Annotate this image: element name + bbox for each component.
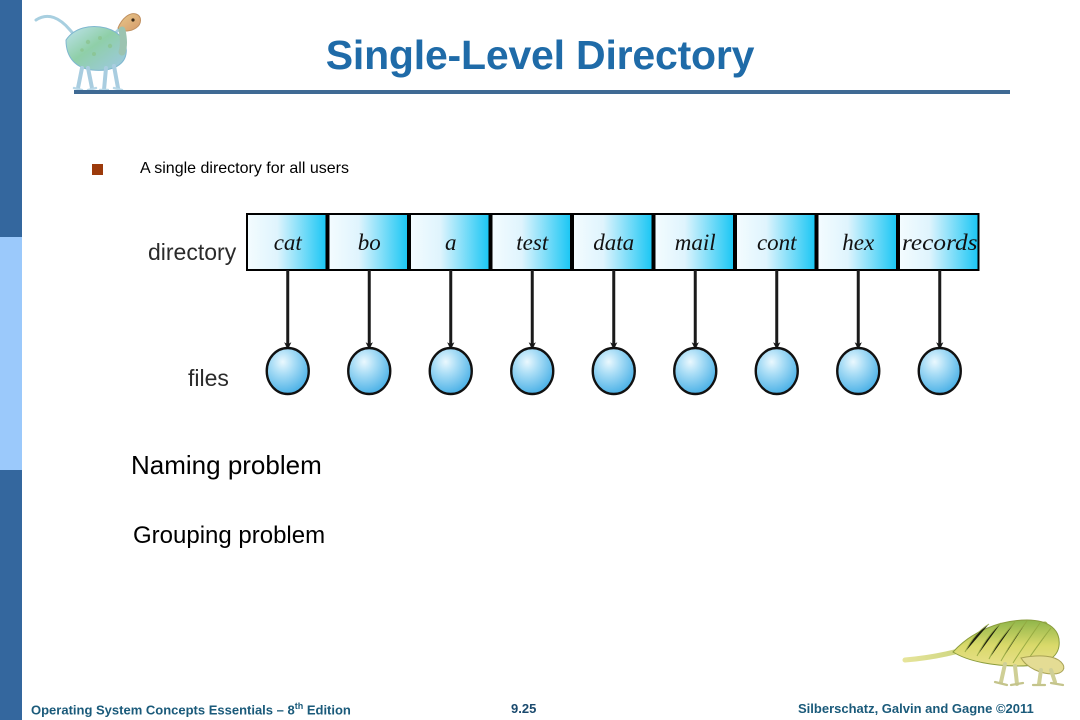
naming-problem-text: Naming problem bbox=[131, 450, 322, 480]
file-node bbox=[265, 346, 310, 396]
footer-book-suffix: Edition bbox=[303, 702, 351, 718]
directory-entry-label: hex bbox=[842, 230, 875, 255]
directory-entry-label: bo bbox=[358, 230, 381, 255]
directory-to-file-arrows bbox=[284, 270, 944, 350]
dinosaur-icon bbox=[34, 13, 141, 92]
footer-page-number: 9.25 bbox=[511, 701, 537, 716]
slide-title: Single-Level Directory bbox=[325, 32, 755, 78]
diagram-label-directory: directory bbox=[148, 239, 237, 265]
footer-credit: Silberschatz, Galvin and Gagne ©2011 bbox=[798, 701, 1034, 716]
file-nodes bbox=[265, 346, 962, 396]
directory-entry-box bbox=[327, 213, 409, 271]
directory-entry-label: cont bbox=[757, 230, 797, 255]
sidebar-band-middle bbox=[0, 237, 22, 470]
directory-entry-box bbox=[490, 213, 572, 271]
directory-entry-box bbox=[735, 213, 817, 271]
file-node bbox=[428, 346, 473, 396]
file-node bbox=[673, 346, 718, 396]
directory-entry-box bbox=[409, 213, 491, 271]
file-node bbox=[836, 346, 881, 396]
bullet-item: A single directory for all users bbox=[92, 160, 349, 178]
directory-entry-boxes: cat bo a test data mail cont hex records bbox=[246, 213, 980, 271]
file-node bbox=[347, 346, 392, 396]
footer-edition-superscript: th bbox=[294, 701, 304, 711]
file-node bbox=[591, 346, 636, 396]
sidebar-band-bottom bbox=[0, 470, 22, 720]
dimetrodon-icon bbox=[902, 619, 1065, 687]
directory-entry-label: test bbox=[516, 230, 549, 255]
directory-entry-label: cat bbox=[274, 230, 303, 255]
diagram-label-files: files bbox=[188, 365, 229, 391]
directory-entry-box bbox=[816, 213, 898, 271]
directory-entry-box bbox=[246, 213, 328, 271]
file-node bbox=[510, 346, 555, 396]
file-node bbox=[754, 346, 799, 396]
footer-book-title: Operating System Concepts Essentials – 8… bbox=[31, 701, 351, 717]
directory-entry-label: data bbox=[593, 230, 634, 255]
single-level-directory-diagram: directory files cat bo a test data mail cont he… bbox=[146, 208, 986, 408]
directory-entry-label: a bbox=[445, 230, 457, 255]
grouping-problem-text: Grouping problem bbox=[133, 522, 326, 549]
directory-entry-label: records bbox=[902, 230, 978, 255]
directory-entry-box bbox=[572, 213, 654, 271]
footer-book-prefix: Operating System Concepts Essentials – 8 bbox=[31, 702, 295, 718]
square-bullet-icon bbox=[92, 163, 103, 175]
directory-entry-label: mail bbox=[675, 230, 716, 255]
file-node bbox=[917, 346, 962, 396]
bullet-item-label: A single directory for all users bbox=[140, 160, 349, 177]
sidebar-band-top bbox=[0, 0, 22, 237]
directory-entry-box bbox=[653, 213, 735, 271]
title-underline-rule bbox=[74, 90, 1010, 94]
